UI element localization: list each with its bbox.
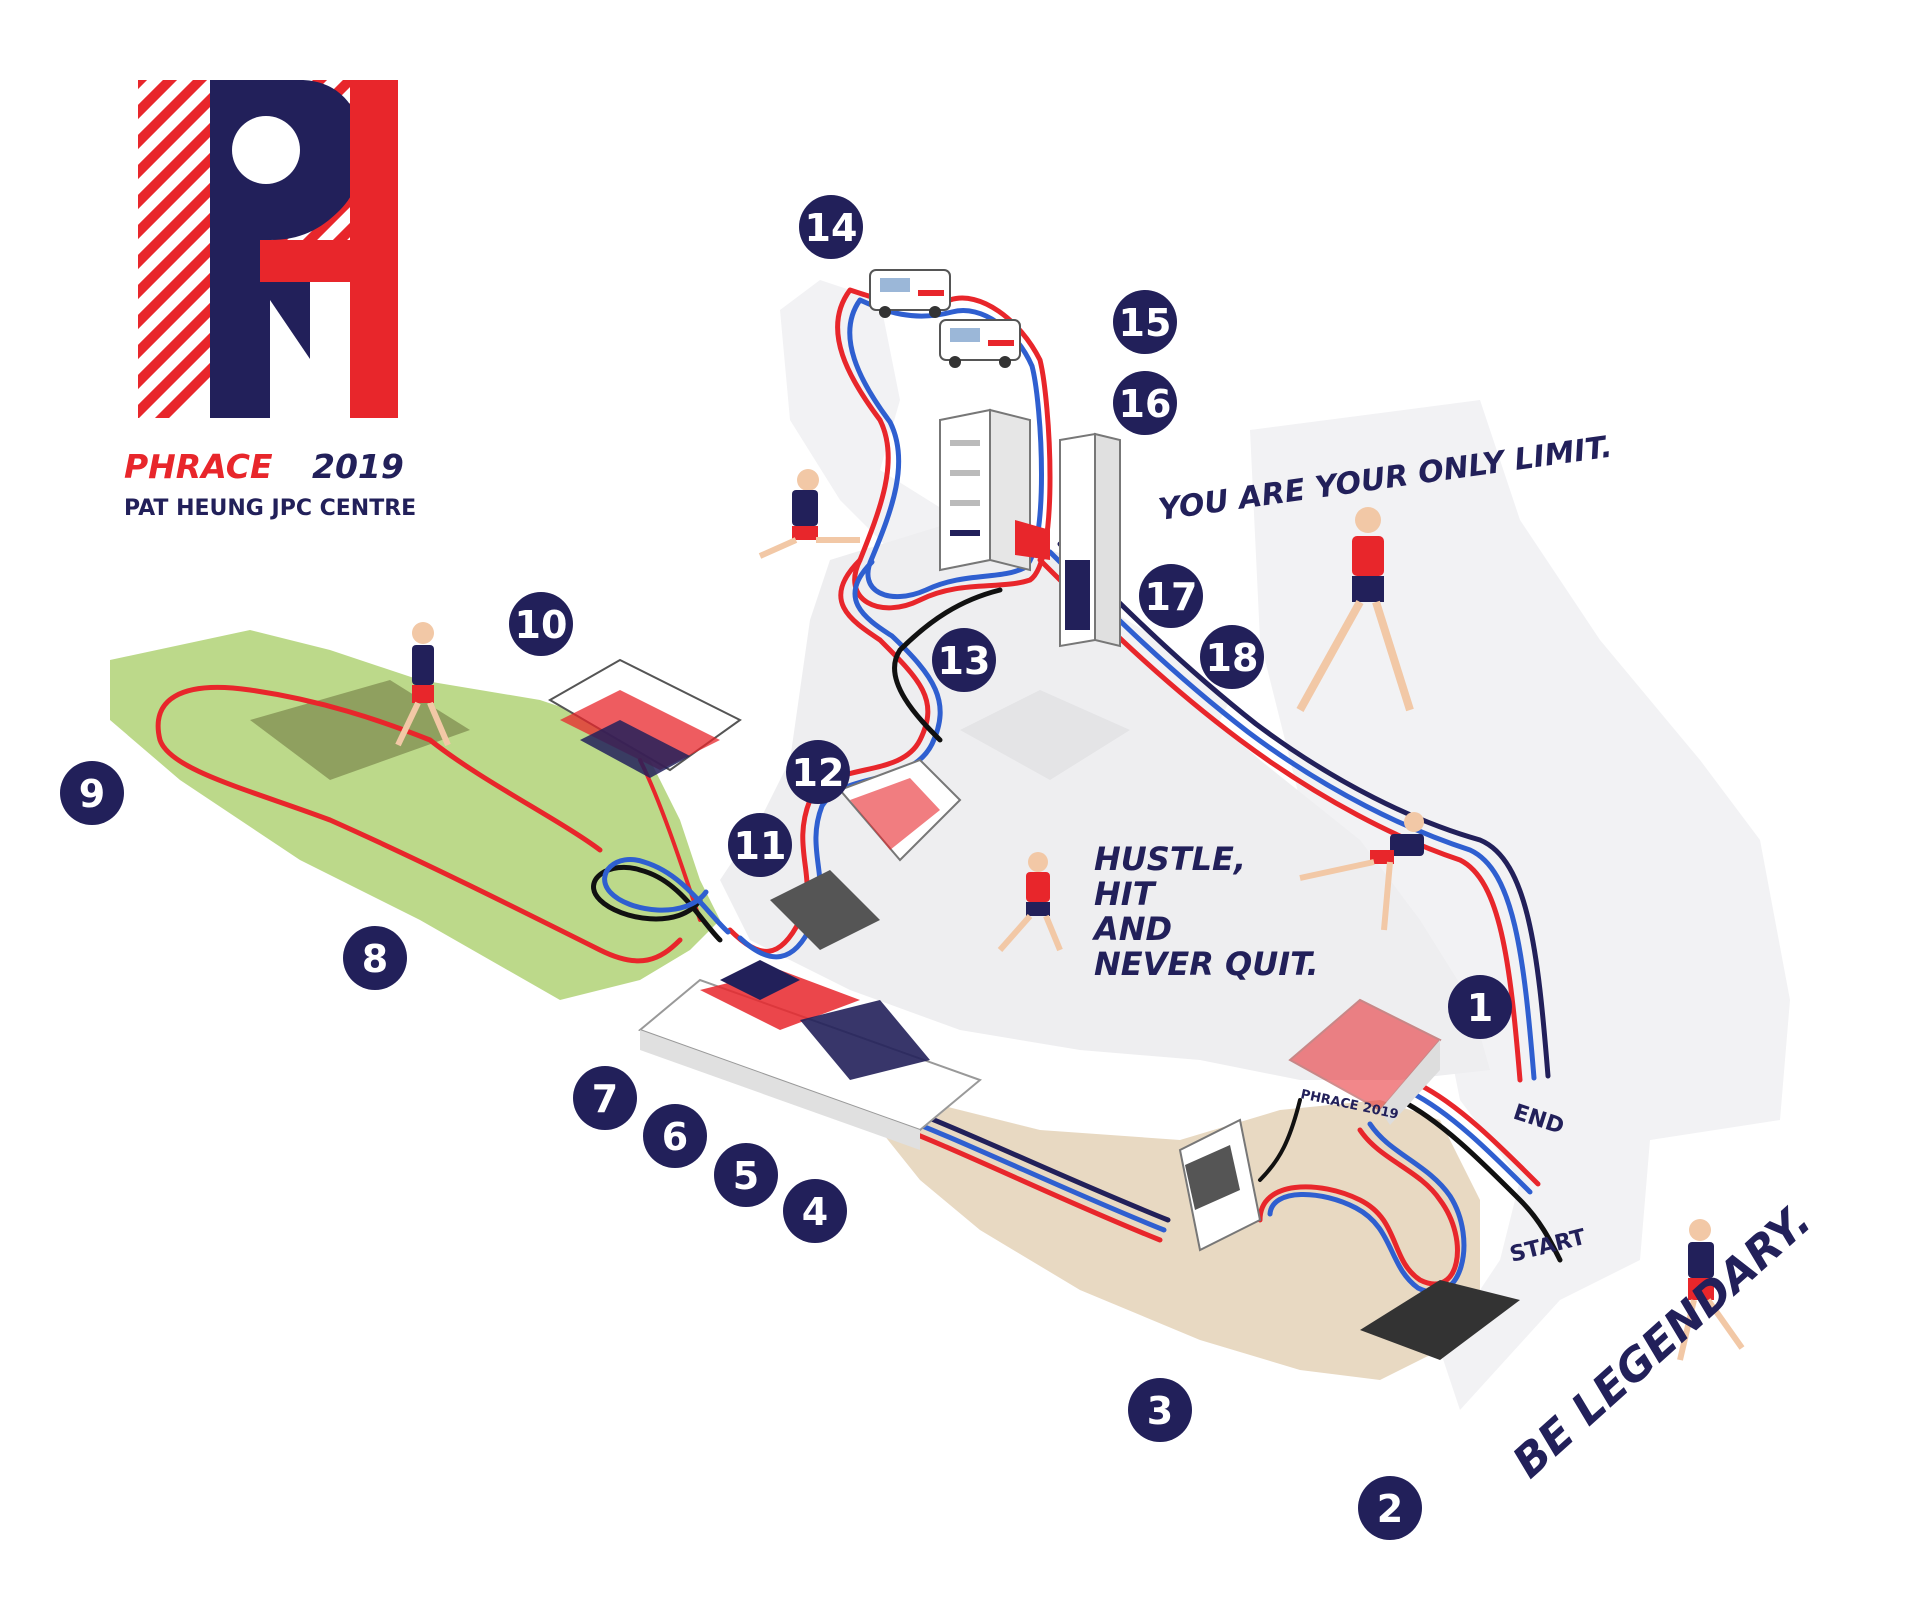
svg-text:14: 14 (805, 206, 858, 250)
station-marker-17[interactable]: 17 (1139, 564, 1203, 628)
svg-text:17: 17 (1145, 575, 1198, 619)
station-marker-5[interactable]: 5 (714, 1143, 778, 1207)
climbing-tower-left (939, 408, 1050, 572)
svg-text:11: 11 (734, 824, 787, 868)
climbing-tower-right (1059, 432, 1121, 648)
svg-text:8: 8 (362, 937, 388, 981)
ambulance-1 (869, 269, 951, 318)
track-start-line (1397, 1097, 1563, 1263)
svg-text:10: 10 (515, 603, 568, 647)
station-marker-6[interactable]: 6 (643, 1104, 707, 1168)
runner-figures (395, 469, 1745, 1361)
station-markers: 1 2 3 4 5 6 7 8 9 10 11 12 13 14 15 16 1… (60, 195, 1512, 1540)
runner-figure-6 (1677, 1219, 1745, 1361)
brand-year: 2019 (312, 447, 404, 486)
svg-text:18: 18 (1206, 636, 1259, 680)
svg-text:15: 15 (1119, 301, 1172, 345)
station-marker-16[interactable]: 16 (1113, 371, 1177, 435)
station-marker-9[interactable]: 9 (60, 761, 124, 825)
svg-text:5: 5 (733, 1154, 759, 1198)
station-marker-12[interactable]: 12 (786, 740, 850, 804)
track-start-line-blue (1407, 1089, 1533, 1195)
cone-grid (960, 690, 1130, 780)
track-link-1 (1258, 1098, 1302, 1182)
slogan-hustle-line-3: AND (1091, 910, 1172, 948)
track-right-run-blue (1047, 549, 1537, 1081)
track-upper-loop (835, 287, 1053, 611)
track-grass-loop (155, 684, 683, 964)
svg-text:4: 4 (802, 1190, 828, 1234)
track-sand-loop-red (1257, 1127, 1460, 1287)
ambulance-2 (939, 319, 1021, 368)
brand-event-name: PHRACE (124, 447, 273, 486)
outer-pavement-zone (1250, 400, 1790, 1410)
slogan-hustle-line-2: HIT (1094, 875, 1157, 913)
station-marker-8[interactable]: 8 (343, 926, 407, 990)
track-right-run-red (1037, 557, 1523, 1083)
brand-venue: PAT HEUNG JPC CENTRE (124, 496, 416, 521)
station-marker-13[interactable]: 13 (932, 628, 996, 692)
platform-4-7 (638, 960, 982, 1150)
tyre-field (1360, 1280, 1520, 1360)
svg-text:7: 7 (592, 1077, 618, 1121)
station-marker-4[interactable]: 4 (783, 1179, 847, 1243)
track-s-bend-blue (602, 857, 731, 935)
station-marker-14[interactable]: 14 (799, 195, 863, 259)
svg-text:6: 6 (662, 1115, 688, 1159)
svg-text:16: 16 (1119, 382, 1172, 426)
station-marker-11[interactable]: 11 (728, 813, 792, 877)
svg-text:2: 2 (1377, 1487, 1403, 1531)
svg-text:1: 1 (1467, 986, 1493, 1030)
station-marker-18[interactable]: 18 (1200, 625, 1264, 689)
track-s-bend (591, 864, 723, 943)
svg-text:3: 3 (1147, 1389, 1173, 1433)
svg-text:13: 13 (938, 639, 991, 683)
slant-wall (770, 758, 962, 950)
track-black-center (892, 587, 1003, 743)
station-marker-2[interactable]: 2 (1358, 1476, 1422, 1540)
track-upper-loop-blue (847, 297, 1044, 600)
obstacles: PHRACE 2019 (548, 269, 1520, 1360)
runner-figure-4 (997, 852, 1063, 952)
svg-text:12: 12 (792, 751, 845, 795)
track-start-line-red (1415, 1081, 1541, 1187)
slogan-hustle-line-1: HUSTLE, (1094, 840, 1246, 878)
station-marker-10[interactable]: 10 (509, 592, 573, 656)
station-marker-1[interactable]: 1 (1448, 975, 1512, 1039)
phrace-logo: PHRACE 2019 PAT HEUNG JPC CENTRE (124, 80, 416, 521)
runner-figure-5 (1299, 812, 1424, 931)
station-marker-15[interactable]: 15 (1113, 290, 1177, 354)
climbing-wall-3 (1178, 1118, 1262, 1252)
station-marker-7[interactable]: 7 (573, 1066, 637, 1130)
runner-figure-2 (758, 469, 860, 559)
truss-frame (548, 658, 742, 778)
track-sand-loop-blue (1267, 1121, 1467, 1295)
station-marker-3[interactable]: 3 (1128, 1378, 1192, 1442)
track-right-run-navy (1057, 541, 1551, 1079)
slogan-hustle-line-4: NEVER QUIT. (1094, 945, 1319, 983)
runner-figure-3 (1296, 507, 1414, 712)
svg-text:9: 9 (79, 772, 105, 816)
runner-figure-1 (395, 622, 451, 747)
